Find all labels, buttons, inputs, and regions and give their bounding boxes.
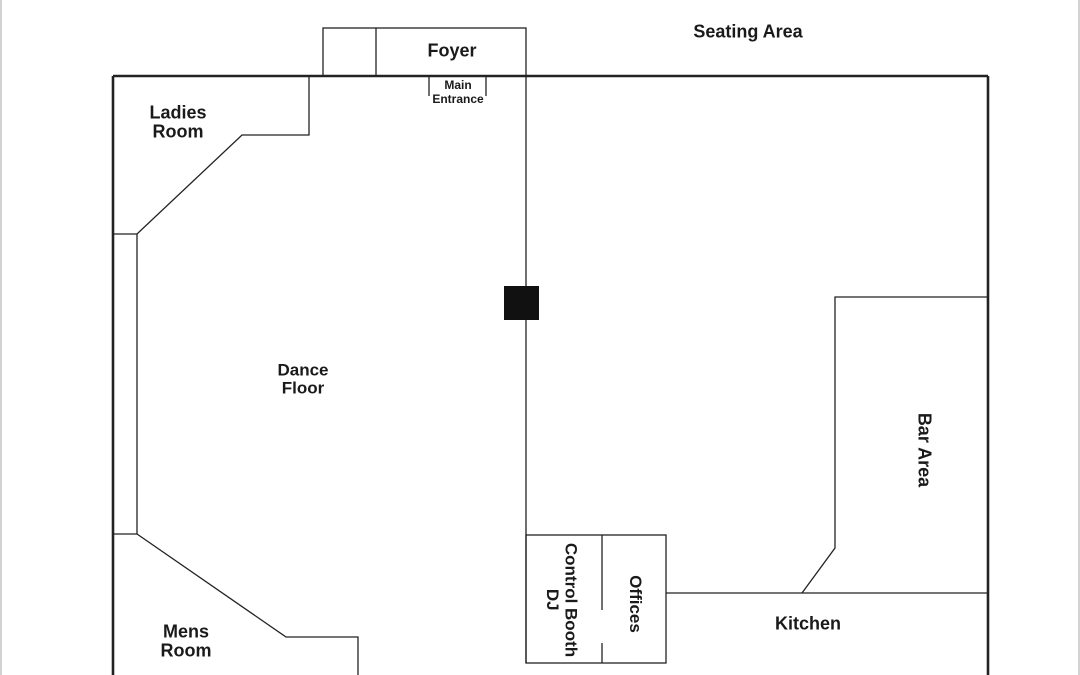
bar-area-label: Bar Area xyxy=(914,412,935,488)
dance-floor-line-2: Floor xyxy=(281,379,325,398)
foyer-outline xyxy=(322,27,527,77)
control-booth-outline xyxy=(525,534,667,664)
main-entrance-line-1: Main xyxy=(444,78,472,93)
mens-room-line-1: Mens xyxy=(162,621,209,642)
ladies-room-line-2: Room xyxy=(152,122,204,142)
offices-label: Offices xyxy=(626,575,646,633)
main-entrance-label: Main Entrance xyxy=(432,78,484,107)
dance-floor-label: Dance Floor xyxy=(277,360,329,399)
ladies-room-wall xyxy=(113,76,310,235)
seating-area-label: Seating Area xyxy=(693,21,803,42)
bar-area-wall xyxy=(801,296,988,594)
ladies-room-label: Ladies Room xyxy=(149,102,207,143)
foyer-label: Foyer xyxy=(427,40,477,61)
pillar xyxy=(504,286,539,320)
kitchen-label: Kitchen xyxy=(774,613,842,634)
mens-room-label: Mens Room xyxy=(160,621,212,662)
dance-floor-line-1: Dance xyxy=(277,360,329,380)
main-entrance-line-2: Entrance xyxy=(432,92,484,106)
mens-room-line-2: Room xyxy=(160,641,212,661)
mens-room-wall xyxy=(136,533,359,675)
control-booth-line-2: DJ xyxy=(543,589,562,611)
control-booth-label: Control Booth DJ xyxy=(543,543,580,657)
control-booth-line-1: Control Booth xyxy=(561,542,581,658)
ladies-room-line-1: Ladies xyxy=(149,102,207,123)
